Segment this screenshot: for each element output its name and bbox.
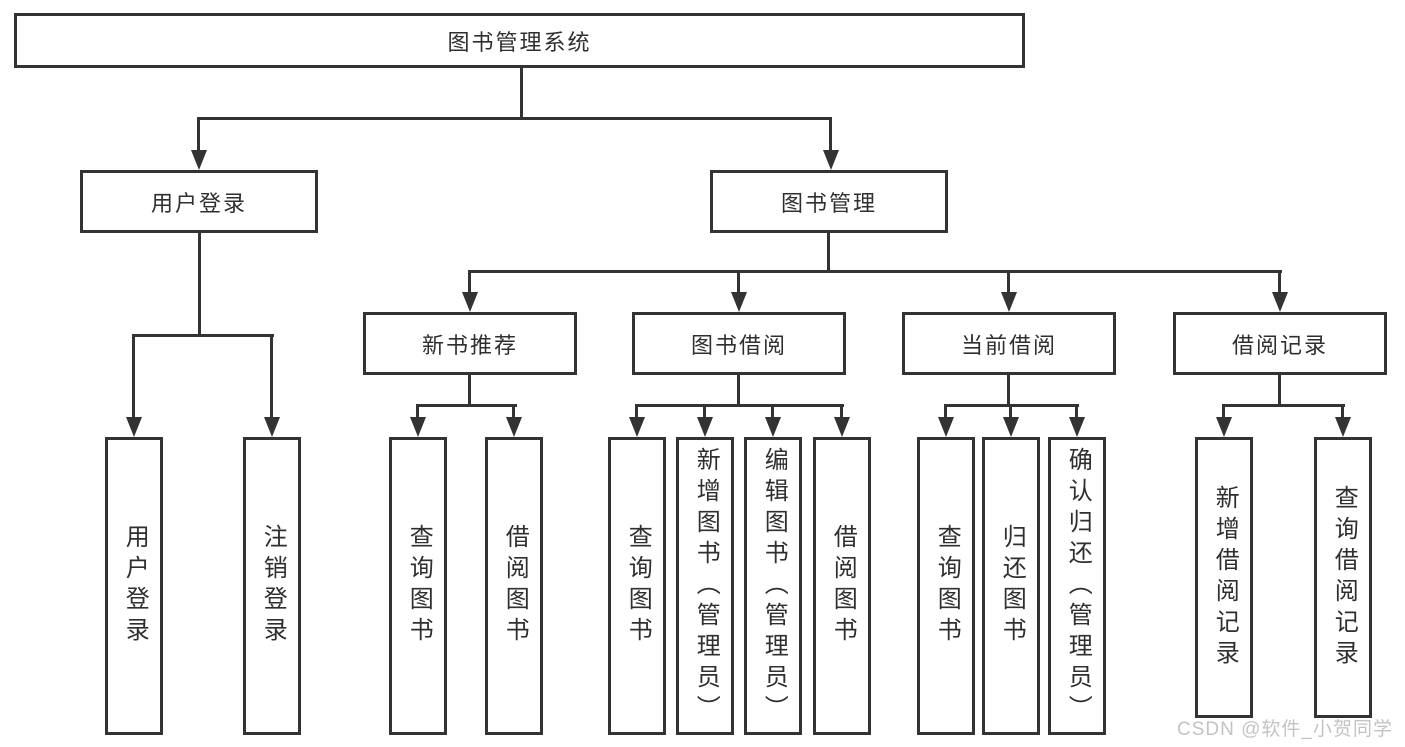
- arrow-down-book-borrow: [731, 292, 747, 312]
- connector-drop-br-query: [1341, 404, 1344, 420]
- leaf-records-query-record-label: 查询借阅记录: [1330, 484, 1358, 671]
- connector-drop-br-add: [1222, 404, 1225, 420]
- node-user-login: 用户登录: [80, 170, 318, 233]
- connector-user-login-crossbar: [132, 334, 274, 337]
- leaf-borrow-add-books-admin: 新增图书（管理员）: [676, 437, 734, 735]
- connector-drop-bb-add: [703, 404, 706, 420]
- leaf-newrec-borrow-books-label: 借阅图书: [501, 524, 529, 648]
- connector-drop-cb-return: [1009, 404, 1012, 420]
- leaf-user-login-label: 用户登录: [121, 524, 149, 648]
- connector-current-borrow-stem: [1007, 375, 1010, 407]
- leaf-borrow-borrow-books-label: 借阅图书: [829, 524, 857, 648]
- arrow-down-bb-add: [697, 417, 713, 437]
- arrow-down-borrow-records: [1272, 292, 1288, 312]
- leaf-newrec-query-books-label: 查询图书: [405, 524, 433, 648]
- arrow-down-bb-borrow: [834, 417, 850, 437]
- node-borrow-records-label: 借阅记录: [1231, 332, 1328, 358]
- connector-drop-cb-query: [944, 404, 947, 420]
- leaf-borrow-query-books-label: 查询图书: [624, 524, 652, 648]
- connector-drop-bb-edit: [771, 404, 774, 420]
- node-new-book-recommend-label: 新书推荐: [421, 332, 518, 358]
- connector-book-borrow-stem: [737, 375, 740, 407]
- node-current-borrow: 当前借阅: [902, 312, 1116, 375]
- connector-drop-bb-query: [635, 404, 638, 420]
- connector-l2-drop-book-mgmt: [829, 117, 832, 155]
- connector-borrow-records-stem: [1278, 375, 1281, 407]
- node-book-mgmt: 图书管理: [710, 170, 948, 233]
- arrow-down-bb-edit: [765, 417, 781, 437]
- leaf-records-add-record-label: 新增借阅记录: [1211, 484, 1239, 671]
- leaf-borrow-borrow-books: 借阅图书: [813, 437, 871, 735]
- connector-drop-leaf-login: [132, 334, 135, 420]
- arrow-down-new-recommend: [462, 292, 478, 312]
- leaf-borrow-edit-books-admin: 编辑图书（管理员）: [744, 437, 802, 735]
- connector-drop-nr-borrow: [512, 404, 515, 420]
- connector-l3-drop-book-borrow: [737, 270, 740, 295]
- leaf-borrow-query-books: 查询图书: [608, 437, 666, 735]
- arrow-down-leaf-login: [126, 417, 142, 437]
- arrow-down-user-login: [191, 150, 207, 170]
- arrow-down-cb-query: [938, 417, 954, 437]
- connector-drop-bb-borrow: [840, 404, 843, 420]
- connector-l2-crossbar: [197, 117, 832, 120]
- node-current-borrow-label: 当前借阅: [960, 332, 1057, 358]
- node-book-borrow-label: 图书借阅: [690, 332, 787, 358]
- connector-book-borrow-crossbar: [635, 404, 844, 407]
- connector-user-login-stem: [198, 233, 201, 337]
- leaf-borrow-add-books-admin-label: 新增图书（管理员）: [692, 446, 720, 726]
- arrow-down-br-query: [1335, 417, 1351, 437]
- leaf-current-query-books: 查询图书: [917, 437, 975, 735]
- node-root-system: 图书管理系统: [14, 13, 1025, 68]
- watermark: CSDN @软件_小贺同学: [1177, 719, 1393, 740]
- connector-borrow-records-crossbar: [1222, 404, 1345, 407]
- leaf-logout: 注销登录: [243, 437, 301, 735]
- connector-new-recommend-stem: [468, 375, 471, 407]
- connector-new-recommend-crossbar: [416, 404, 517, 407]
- leaf-current-query-books-label: 查询图书: [933, 524, 961, 648]
- leaf-logout-label: 注销登录: [259, 524, 287, 648]
- connector-l3-drop-current-borrow: [1007, 270, 1010, 295]
- leaf-current-return-books: 归还图书: [982, 437, 1040, 735]
- leaf-records-add-record: 新增借阅记录: [1195, 437, 1253, 718]
- connector-drop-leaf-logout: [270, 334, 273, 420]
- leaf-user-login: 用户登录: [105, 437, 163, 735]
- leaf-newrec-borrow-books: 借阅图书: [485, 437, 543, 735]
- arrow-down-nr-query: [410, 417, 426, 437]
- connector-l3-drop-borrow-records: [1278, 270, 1281, 295]
- connector-drop-cb-confirm: [1075, 404, 1078, 420]
- arrow-down-cb-return: [1003, 417, 1019, 437]
- arrow-down-nr-borrow: [506, 417, 522, 437]
- arrow-down-current-borrow: [1001, 292, 1017, 312]
- connector-l2-drop-user-login: [197, 117, 200, 155]
- node-new-book-recommend: 新书推荐: [363, 312, 577, 375]
- node-root-label: 图书管理系统: [447, 29, 592, 55]
- arrow-down-cb-confirm: [1069, 417, 1085, 437]
- leaf-newrec-query-books: 查询图书: [389, 437, 447, 735]
- leaf-records-query-record: 查询借阅记录: [1314, 437, 1372, 718]
- connector-book-mgmt-stem: [827, 233, 830, 273]
- connector-drop-nr-query: [416, 404, 419, 420]
- connector-root-stem: [520, 66, 523, 120]
- arrow-down-book-mgmt: [823, 150, 839, 170]
- leaf-borrow-edit-books-admin-label: 编辑图书（管理员）: [760, 446, 788, 726]
- arrow-down-leaf-logout: [264, 417, 280, 437]
- arrow-down-bb-query: [629, 417, 645, 437]
- arrow-down-br-add: [1216, 417, 1232, 437]
- leaf-current-confirm-return-admin: 确认归还（管理员）: [1048, 437, 1106, 735]
- connector-l3-drop-new-recommend: [468, 270, 471, 295]
- leaf-current-return-books-label: 归还图书: [998, 524, 1026, 648]
- node-borrow-records: 借阅记录: [1173, 312, 1387, 375]
- leaf-current-confirm-return-admin-label: 确认归还（管理员）: [1064, 446, 1092, 726]
- node-user-login-label: 用户登录: [150, 190, 247, 216]
- node-book-mgmt-label: 图书管理: [780, 190, 877, 216]
- connector-l3-crossbar: [468, 270, 1282, 273]
- node-book-borrow: 图书借阅: [632, 312, 846, 375]
